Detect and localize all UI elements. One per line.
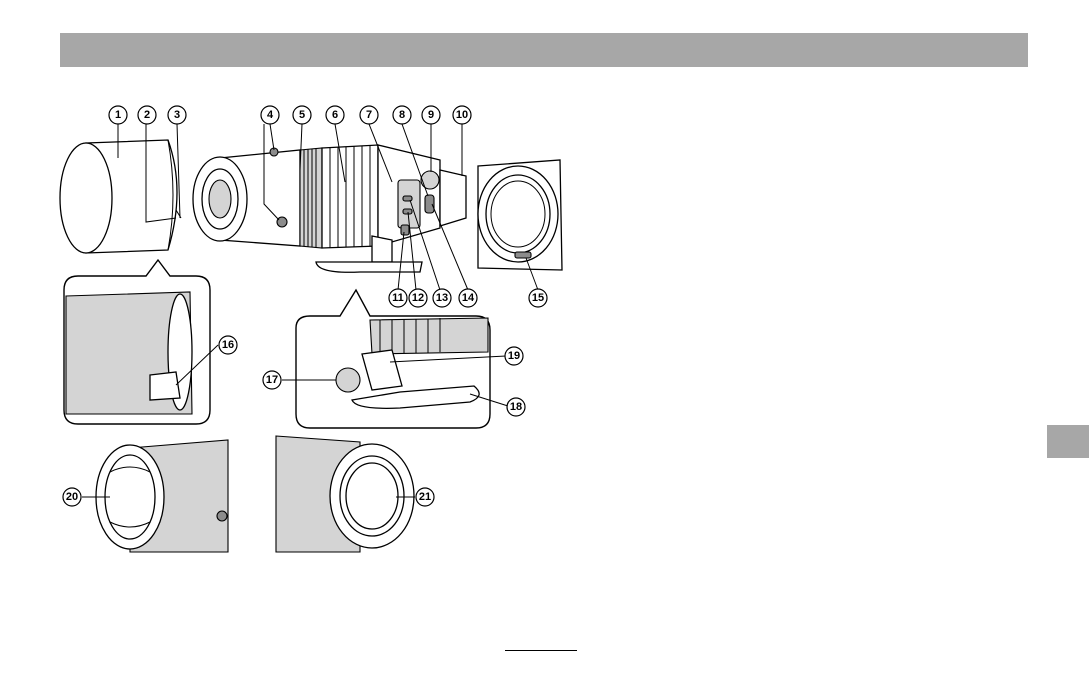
callout-12-label: 12 [412,292,424,304]
callout-17-label: 17 [266,374,278,386]
callout-11: 11 [389,289,407,307]
callout-12: 12 [409,289,427,307]
callout-15: 15 [529,289,547,307]
lens-rear-mount-drawing [478,160,562,270]
callout-1-label: 1 [115,109,121,121]
hood-detail-panel [64,260,210,424]
callout-15-label: 15 [532,292,544,304]
callout-3: 3 [168,106,186,124]
callout-16-label: 16 [222,339,234,351]
callout-11-label: 11 [392,292,404,304]
tripod-foot-detail-panel [296,290,490,428]
callout-21-label: 21 [419,491,431,503]
callout-1: 1 [109,106,127,124]
callout-21: 21 [416,488,434,506]
callout-14-label: 14 [462,292,475,304]
callout-10-label: 10 [456,109,468,121]
callout-5-label: 5 [299,109,305,121]
callout-9: 9 [422,106,440,124]
lens-body-drawing [193,145,466,272]
callout-8-label: 8 [399,109,405,121]
callout-20: 20 [63,488,81,506]
callout-9-label: 9 [428,109,434,121]
callout-6: 6 [326,106,344,124]
callout-2-label: 2 [144,109,150,121]
callout-14: 14 [459,289,477,307]
callout-13-label: 13 [436,292,448,304]
callout-4: 4 [261,106,279,124]
callout-19: 19 [505,347,523,365]
front-cap-drawing [96,440,228,552]
callout-2: 2 [138,106,156,124]
callout-5: 5 [293,106,311,124]
callout-10: 10 [453,106,471,124]
callout-7-label: 7 [366,109,372,121]
callout-19-label: 19 [508,350,520,362]
callout-18: 18 [507,398,525,416]
callout-8: 8 [393,106,411,124]
callout-6-label: 6 [332,109,338,121]
callout-7: 7 [360,106,378,124]
page-number [505,650,577,673]
lens-hood-drawing [60,140,181,253]
callout-3-label: 3 [174,109,180,121]
callout-13: 13 [433,289,451,307]
callout-4-label: 4 [267,109,274,121]
callout-18-label: 18 [510,401,522,413]
callout-17: 17 [263,371,281,389]
rear-cap-drawing [276,436,414,552]
callout-20-label: 20 [66,491,78,503]
callout-16: 16 [219,336,237,354]
